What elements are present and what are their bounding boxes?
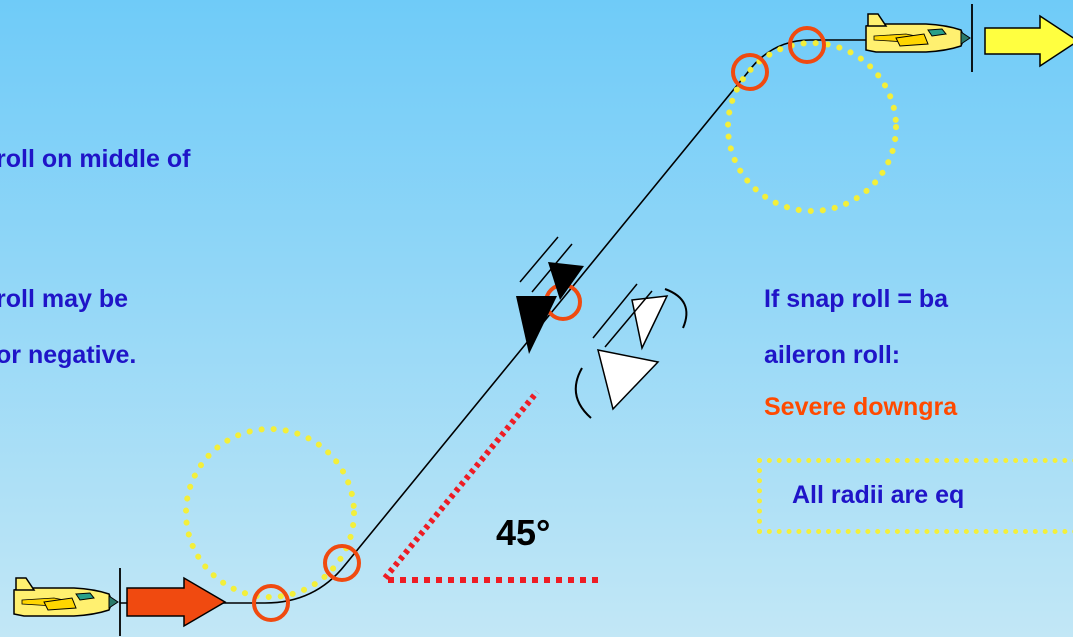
- angle-line-diagonal: [382, 390, 540, 580]
- aileron-roll-symbol: [574, 283, 688, 419]
- note-downgrade: Severe downgra: [764, 393, 958, 421]
- bottom-radius-circle: [183, 426, 357, 600]
- marker-circle: [252, 584, 290, 622]
- snap-roll-symbol: [516, 236, 584, 354]
- exit-arrow-icon: [984, 14, 1073, 68]
- angle-label: 45°: [496, 512, 551, 553]
- exit-airplane-icon: [865, 3, 973, 73]
- marker-circle: [323, 544, 361, 582]
- entry-airplane-icon: [13, 567, 121, 637]
- note-snap-roll-line1: If snap roll = ba: [764, 285, 949, 313]
- note-roll-middle: roll on middle of: [0, 145, 191, 173]
- marker-circle: [788, 26, 826, 64]
- note-snap-roll-line2: aileron roll:: [764, 341, 901, 369]
- top-radius-circle: [725, 40, 899, 214]
- entry-arrow-icon: [126, 576, 227, 628]
- marker-circle: [731, 53, 769, 91]
- note-roll-sign-line2: or negative.: [0, 341, 137, 369]
- note-roll-sign-line1: roll may be: [0, 285, 128, 313]
- radii-note: All radii are eq: [792, 481, 965, 509]
- radii-note-box: [757, 458, 1073, 534]
